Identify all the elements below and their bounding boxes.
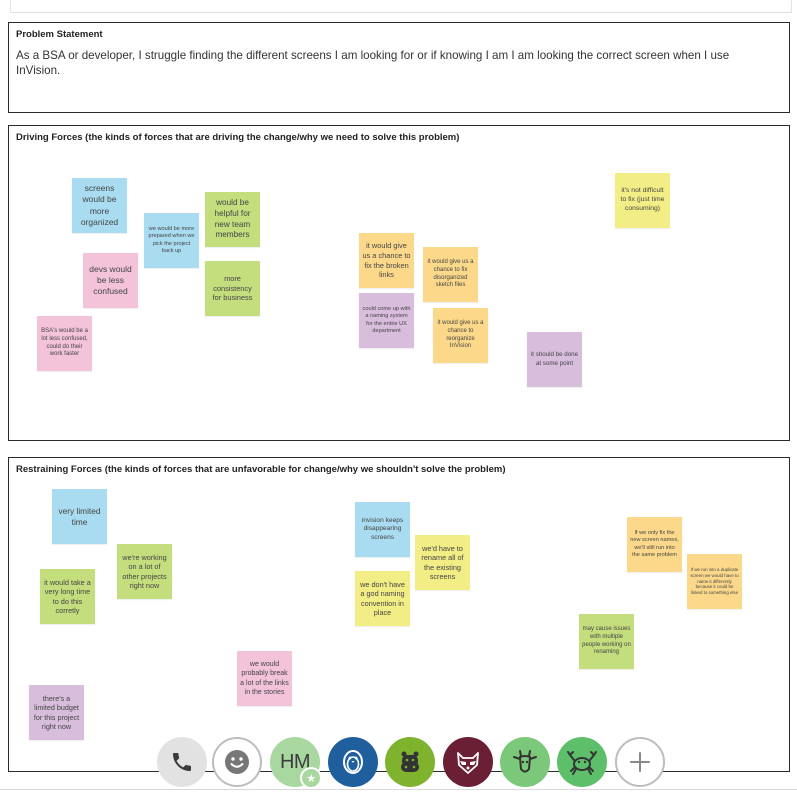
sticky-note-text: would be helpful for new team members xyxy=(214,198,251,240)
restraining-forces-title: Restraining Forces (the kinds of forces … xyxy=(16,464,506,475)
sticky-note-text: screens would be more organized xyxy=(80,183,119,227)
avatar-giraffe[interactable] xyxy=(500,737,550,787)
penguin-icon xyxy=(338,747,368,777)
sticky-note[interactable]: may cause issues with multiple people wo… xyxy=(579,614,634,669)
sticky-note-text: very limited time xyxy=(58,505,101,527)
sticky-note[interactable]: it would give us a chance to reorganize … xyxy=(433,308,488,363)
top-panel-edge xyxy=(10,0,792,13)
add-collaborator-button[interactable] xyxy=(615,737,665,787)
sticky-note-text: it should be done at some point xyxy=(530,351,579,367)
sticky-note[interactable]: would be helpful for new team members xyxy=(205,192,260,247)
raccoon-icon xyxy=(453,747,483,777)
sticky-note-text: we're working on a lot of other projects… xyxy=(122,552,167,590)
plus-icon xyxy=(628,750,652,774)
sticky-note[interactable]: it's not difficult to fix (just time con… xyxy=(615,173,670,228)
sticky-note[interactable]: screens would be more organized xyxy=(72,178,127,233)
sticky-note[interactable]: invision keeps disappearing screens xyxy=(355,502,410,557)
sticky-note-text: may cause issues with multiple people wo… xyxy=(582,625,631,656)
problem-statement-title: Problem Statement xyxy=(16,29,103,40)
sticky-note[interactable]: If we run into a duplicate screen we wou… xyxy=(687,554,742,609)
avatar-initials: HM xyxy=(279,750,311,773)
driving-forces-frame[interactable]: Driving Forces (the kinds of forces that… xyxy=(8,125,790,441)
sticky-note-text: it would give us a chance to fix the bro… xyxy=(362,241,411,280)
sticky-note[interactable]: could come up with a naming system for t… xyxy=(359,293,414,348)
avatar-hippo[interactable] xyxy=(385,737,435,787)
phone-icon xyxy=(170,750,194,774)
sticky-note[interactable]: we would be more prepared when we pick t… xyxy=(144,213,199,268)
sticky-note[interactable]: there's a limited budget for this projec… xyxy=(29,685,84,740)
hippo-icon xyxy=(395,747,425,777)
crab-icon xyxy=(566,747,598,777)
problem-statement-text[interactable]: As a BSA or developer, I struggle findin… xyxy=(16,49,730,77)
sticky-note[interactable]: it should be done at some point xyxy=(527,332,582,387)
sticky-note-text: it would give us a chance to reorganize … xyxy=(437,319,484,350)
sticky-note-text: If we only fix the new screen names, we'… xyxy=(630,529,679,558)
smiley-icon xyxy=(223,748,251,776)
sticky-note-text: we'd have to rename all of the existing … xyxy=(421,543,464,581)
sticky-note[interactable]: we would probably break a lot of the lin… xyxy=(237,651,292,706)
sticky-note-text: we would probably break a lot of the lin… xyxy=(240,661,289,696)
giraffe-icon xyxy=(510,747,540,777)
avatar-crab[interactable] xyxy=(557,737,607,787)
sticky-note-text: could come up with a naming system for t… xyxy=(362,305,411,334)
sticky-note-text: If we run into a duplicate screen we wou… xyxy=(690,567,739,596)
sticky-note-text: we would be more prepared when we pick t… xyxy=(148,225,195,254)
sticky-note-text: BSA's would be a lot less confused, coul… xyxy=(41,327,88,358)
sticky-note-text: more consistency for business xyxy=(212,274,253,303)
driving-forces-title: Driving Forces (the kinds of forces that… xyxy=(16,132,460,143)
sticky-note[interactable]: it would give us a chance to fix the bro… xyxy=(359,233,414,288)
restraining-forces-frame[interactable]: Restraining Forces (the kinds of forces … xyxy=(8,457,790,772)
sticky-note[interactable]: more consistency for business xyxy=(205,261,260,316)
sticky-note-text: it's not difficult to fix (just time con… xyxy=(620,187,665,212)
phone-button[interactable] xyxy=(157,737,207,787)
star-badge-icon: ★ xyxy=(300,767,322,789)
sticky-note-text: we don't have a god naming convention in… xyxy=(360,579,405,617)
sticky-note-text: it would give us a chance to fix disorga… xyxy=(427,258,474,289)
sticky-note[interactable]: very limited time xyxy=(52,489,107,544)
reactions-button[interactable] xyxy=(212,737,262,787)
sticky-note[interactable]: we don't have a god naming convention in… xyxy=(355,571,410,626)
sticky-note-text: invision keeps disappearing screens xyxy=(361,516,404,541)
avatar-raccoon[interactable] xyxy=(443,737,493,787)
avatar-penguin[interactable] xyxy=(328,737,378,787)
sticky-note-text: it would take a very long time to do thi… xyxy=(44,577,91,615)
sticky-note[interactable]: we'd have to rename all of the existing … xyxy=(415,535,470,590)
sticky-note[interactable]: BSA's would be a lot less confused, coul… xyxy=(37,316,92,371)
sticky-note-text: there's a limited budget for this projec… xyxy=(33,693,80,731)
sticky-note[interactable]: we're working on a lot of other projects… xyxy=(117,544,172,599)
sticky-note[interactable]: it would give us a chance to fix disorga… xyxy=(423,247,478,302)
bottom-divider xyxy=(0,789,797,790)
sticky-note[interactable]: it would take a very long time to do thi… xyxy=(40,569,95,624)
sticky-note[interactable]: devs would be less confused xyxy=(83,253,138,308)
sticky-note-text: devs would be less confused xyxy=(89,263,132,297)
problem-statement-frame[interactable]: Problem Statement As a BSA or developer,… xyxy=(8,22,790,113)
sticky-note[interactable]: If we only fix the new screen names, we'… xyxy=(627,517,682,572)
avatar-hm[interactable]: HM ★ xyxy=(270,737,322,789)
